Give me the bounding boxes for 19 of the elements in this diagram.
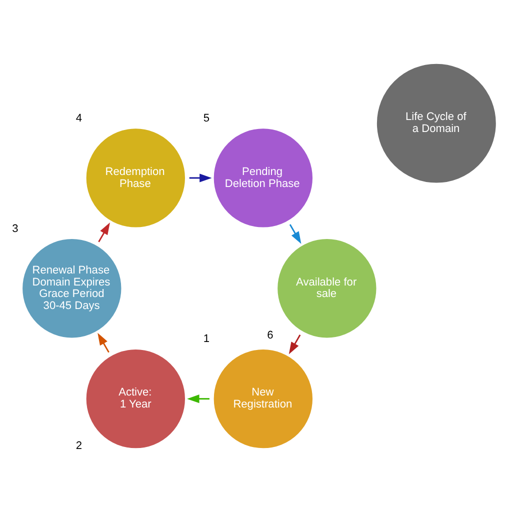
node-label: 1 xyxy=(203,333,210,346)
node-circle: Available for sale xyxy=(276,238,378,339)
arrow xyxy=(289,224,302,244)
node-circle: Pending Deletion Phase xyxy=(212,128,314,228)
node-circle: Active: 1 Year xyxy=(85,348,186,450)
arrow xyxy=(288,334,301,354)
node-circle: Renewal Phase Domain Expires Grace Period 30-45 Days xyxy=(22,238,122,339)
node-circle: New Registration xyxy=(212,348,314,450)
node-label: 3 xyxy=(12,222,18,235)
node-circle: Life Cycle of a Domain xyxy=(376,62,497,184)
node-label: 5 xyxy=(203,112,210,124)
node-label: 4 xyxy=(76,112,82,124)
node-circle: Redemption Phase xyxy=(85,128,186,228)
node-label: 6 xyxy=(267,330,274,342)
arrow xyxy=(98,332,110,353)
arrow xyxy=(187,394,210,404)
arrow xyxy=(189,174,212,182)
node-label: 2 xyxy=(76,440,82,452)
arrow xyxy=(98,222,110,242)
